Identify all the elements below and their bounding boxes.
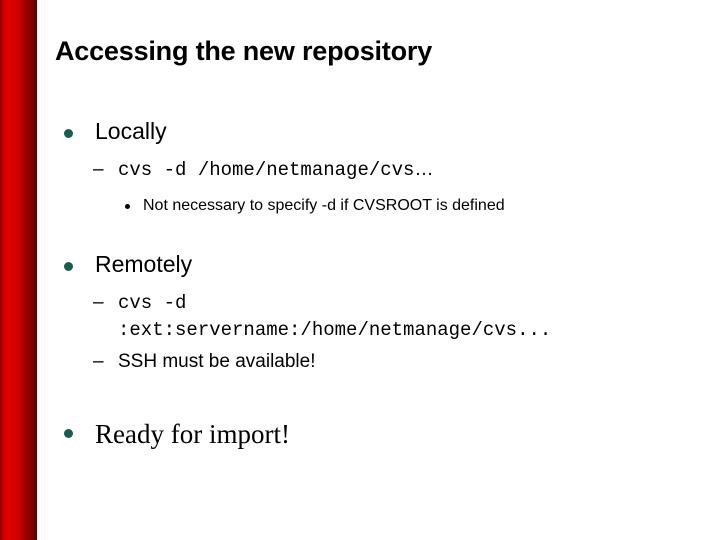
command-text-line2: :ext:servername:/home/netmanage/cvs bbox=[118, 318, 518, 341]
note-text: Not necessary to specify -d if CVSROOT i… bbox=[143, 197, 505, 215]
bullet-dot-icon bbox=[64, 429, 73, 439]
dash-marker-icon: – bbox=[93, 351, 104, 373]
list-item-ssh-note: – SSH must be available! bbox=[55, 350, 705, 374]
left-accent-bar bbox=[0, 0, 37, 540]
list-item-locally-command: – cvs -d /home/netmanage/cvs… bbox=[55, 158, 705, 183]
list-item-label: Remotely bbox=[95, 251, 193, 278]
ssh-note-text: SSH must be available! bbox=[118, 351, 316, 373]
command-ellipsis: … bbox=[414, 158, 434, 180]
list-item-label: Ready for import! bbox=[95, 419, 290, 450]
command-ellipsis: ... bbox=[517, 318, 552, 341]
list-item-remotely: Remotely bbox=[55, 251, 705, 279]
dash-marker-icon: – bbox=[93, 158, 104, 180]
slide-body: Locally – cvs -d /home/netmanage/cvs… No… bbox=[55, 118, 705, 451]
list-item-locally-note: Not necessary to specify -d if CVSROOT i… bbox=[55, 196, 705, 216]
list-item-remotely-command: – cvs -d :ext:servername:/home/netmanage… bbox=[55, 291, 705, 343]
list-item-locally: Locally bbox=[55, 118, 705, 146]
list-item-ready: Ready for import! bbox=[55, 418, 705, 450]
bullet-dot-icon bbox=[64, 262, 73, 272]
bullet-dot-icon bbox=[64, 129, 73, 138]
page-title: Accessing the new repository bbox=[55, 36, 433, 66]
sub-bullet-dot-icon bbox=[125, 204, 130, 210]
command-text: cvs -d /home/netmanage/cvs bbox=[118, 158, 415, 181]
list-item-label: Locally bbox=[95, 118, 167, 144]
command-text-line1: cvs -d bbox=[118, 291, 187, 314]
dash-marker-icon: – bbox=[93, 291, 104, 313]
